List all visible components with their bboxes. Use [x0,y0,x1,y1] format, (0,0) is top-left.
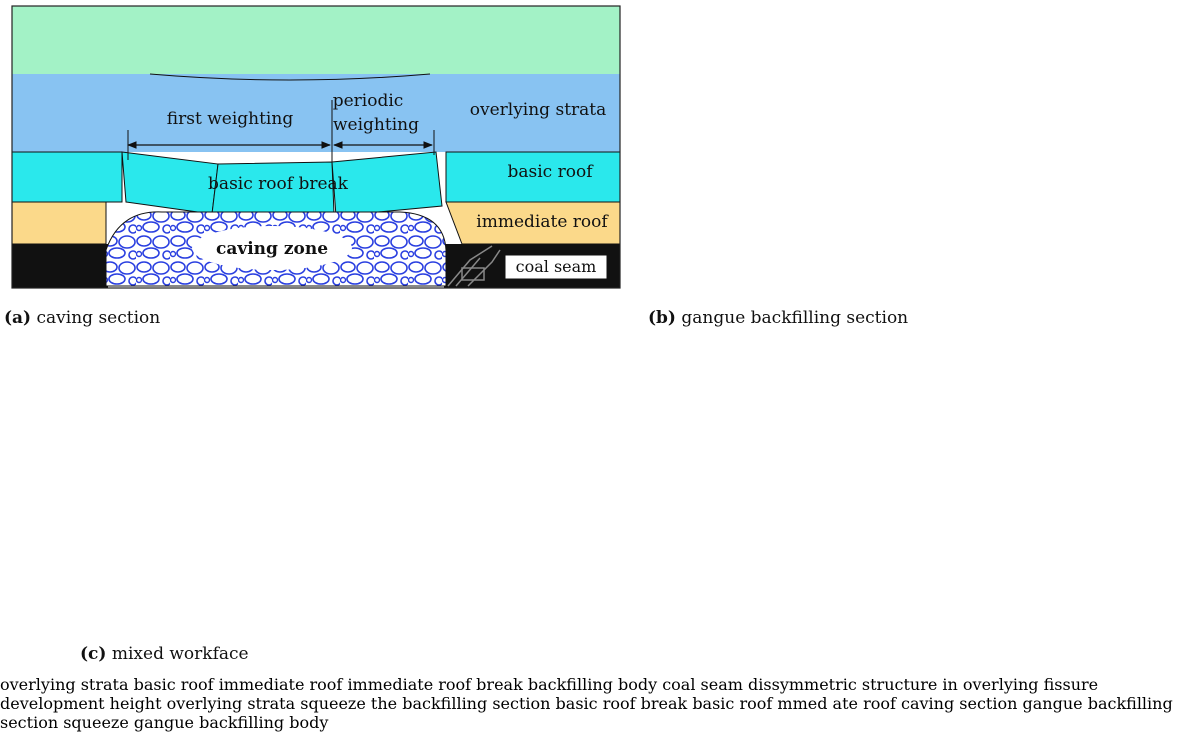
panel-a: first weighting periodic weighting overl… [11,5,621,289]
label-immediate-roof-break: immediate roof break [347,675,523,694]
caption-c-text: mixed workface [111,644,249,664]
immediate-roof-layer: overlying strata basic roof immediate ro… [0,675,748,694]
label-basic-roof-break: basic roof break [555,694,688,713]
crack-gap: squeeze gangue backfilling body [63,713,328,732]
label-strata: strata [247,694,296,713]
panel-b: overlying strata basic roof immediate ro… [0,675,748,694]
coal-seam-label-box [504,254,608,280]
coal-seam-left [12,244,108,288]
bed-separation-line [149,73,431,81]
label-coal-seam: coal seam [516,257,597,276]
label-caving-zone: caving zone [216,239,328,259]
label-basic-roof-break: basic roof break [208,174,349,194]
caption-a-text: caving section [36,308,161,328]
detail-ellipse: squeeze gangue backfilling body [63,713,328,732]
block-edge: squeeze gangue backfilling body [63,713,328,732]
panel-b-frame: overlying strata basic roof immediate ro… [0,675,748,694]
void-gap: squeeze gangue backfilling body [63,713,328,732]
roof-break-line: overlying strata basic roof immediate ro… [0,675,748,694]
caption-a-letter: (a) [4,308,32,328]
caption-b: (b) gangue backfilling section [648,308,908,328]
detail-label-1: squeeze [63,713,129,732]
label-squeeze-2: backfilling [402,694,488,713]
basic-roof-right [445,151,621,203]
label-dissymmetric: dissymmetric structure in overlying [748,675,1039,694]
label-immediate-roof: immediate roof [476,212,609,232]
diagram-canvas: first weighting periodic weighting overl… [11,5,621,289]
boundary: squeeze gangue backfilling body [63,713,328,732]
crack: squeeze gangue backfilling body [63,713,328,732]
caption-c-letter: (c) [80,644,107,664]
label-backfilling-body: backfilling body [527,675,658,694]
label-basic-roof: basic roof [692,694,773,713]
label-overlying-strata: overlying strata [0,675,129,694]
coal-seam-label-box: overlying strata basic roof immediate ro… [0,675,748,694]
detail-gob: squeeze gangue backfilling body [63,713,328,732]
backfilling-label-bg: overlying strata basic roof immediate ro… [0,675,748,694]
detail-frame: squeeze gangue backfilling body [63,713,328,732]
label-squeeze-3: section [492,694,551,713]
label-basic-roof: basic roof [508,162,595,182]
basic-roof-left [11,151,123,203]
backfilling-body: overlying strata basic roof immediate ro… [0,675,748,694]
detail-panel: squeeze gangue backfilling body [63,713,328,732]
detail-label-2: gangue [133,713,195,732]
detail-bg: squeeze gangue backfilling body [63,713,328,732]
caption-a: (a) caving section [4,308,160,328]
caving-zone-label-bg [192,226,352,270]
detail-label-4: body [289,713,329,732]
green-stratum [12,6,620,74]
green-stratum: overlying strata basic roof immediate ro… [0,675,748,694]
immediate-roof-left [11,201,107,245]
label-immediate-roof: mmed ate roof [777,694,896,713]
label-caving-section: caving section [901,694,1018,713]
detail-backfill: squeeze gangue backfilling body [63,713,328,732]
label-basic-roof: basic roof [133,675,214,694]
roof-block-1 [121,151,219,215]
caption-c: (c) mixed workface [80,644,249,664]
block-edge: squeeze gangue backfilling body [63,713,328,732]
hydraulic-support-icon [447,245,501,287]
roof-break-line: overlying strata basic roof immediate ro… [0,675,748,694]
label-overlying: overlying [166,694,243,713]
caption-b-text: gangue backfilling section [681,308,909,328]
label-first-weighting: first weighting [167,109,294,129]
roof-block-3 [331,151,443,217]
label-immediate-roof: immediate roof [218,675,343,694]
basic-roof-layer: overlying strata basic roof immediate ro… [0,675,748,694]
crack: squeeze gangue backfilling body [63,713,328,732]
label-coal-seam: coal seam [662,675,743,694]
overlying-strata-layer: overlying strata basic roof immediate ro… [0,675,748,694]
label-overlying-strata: overlying strata [470,100,607,120]
squeeze-arrow: squeeze gangue backfilling body [63,713,328,732]
detail-label-3: backfilling [199,713,285,732]
figure: first weighting periodic weighting overl… [0,5,1173,732]
bed-separation-gap: overlying strata basic roof immediate ro… [0,675,748,694]
coal-seam: overlying strata basic roof immediate ro… [0,675,748,694]
overlying-strata-layer [12,74,620,152]
panel-a-frame [11,5,621,289]
detail-basic-roof: squeeze gangue backfilling body [63,713,328,732]
caption-b-letter: (b) [648,308,676,328]
label-periodic: periodic [333,91,404,111]
label-weighting: weighting [333,115,419,135]
label-squeeze-1: squeeze the [300,694,398,713]
